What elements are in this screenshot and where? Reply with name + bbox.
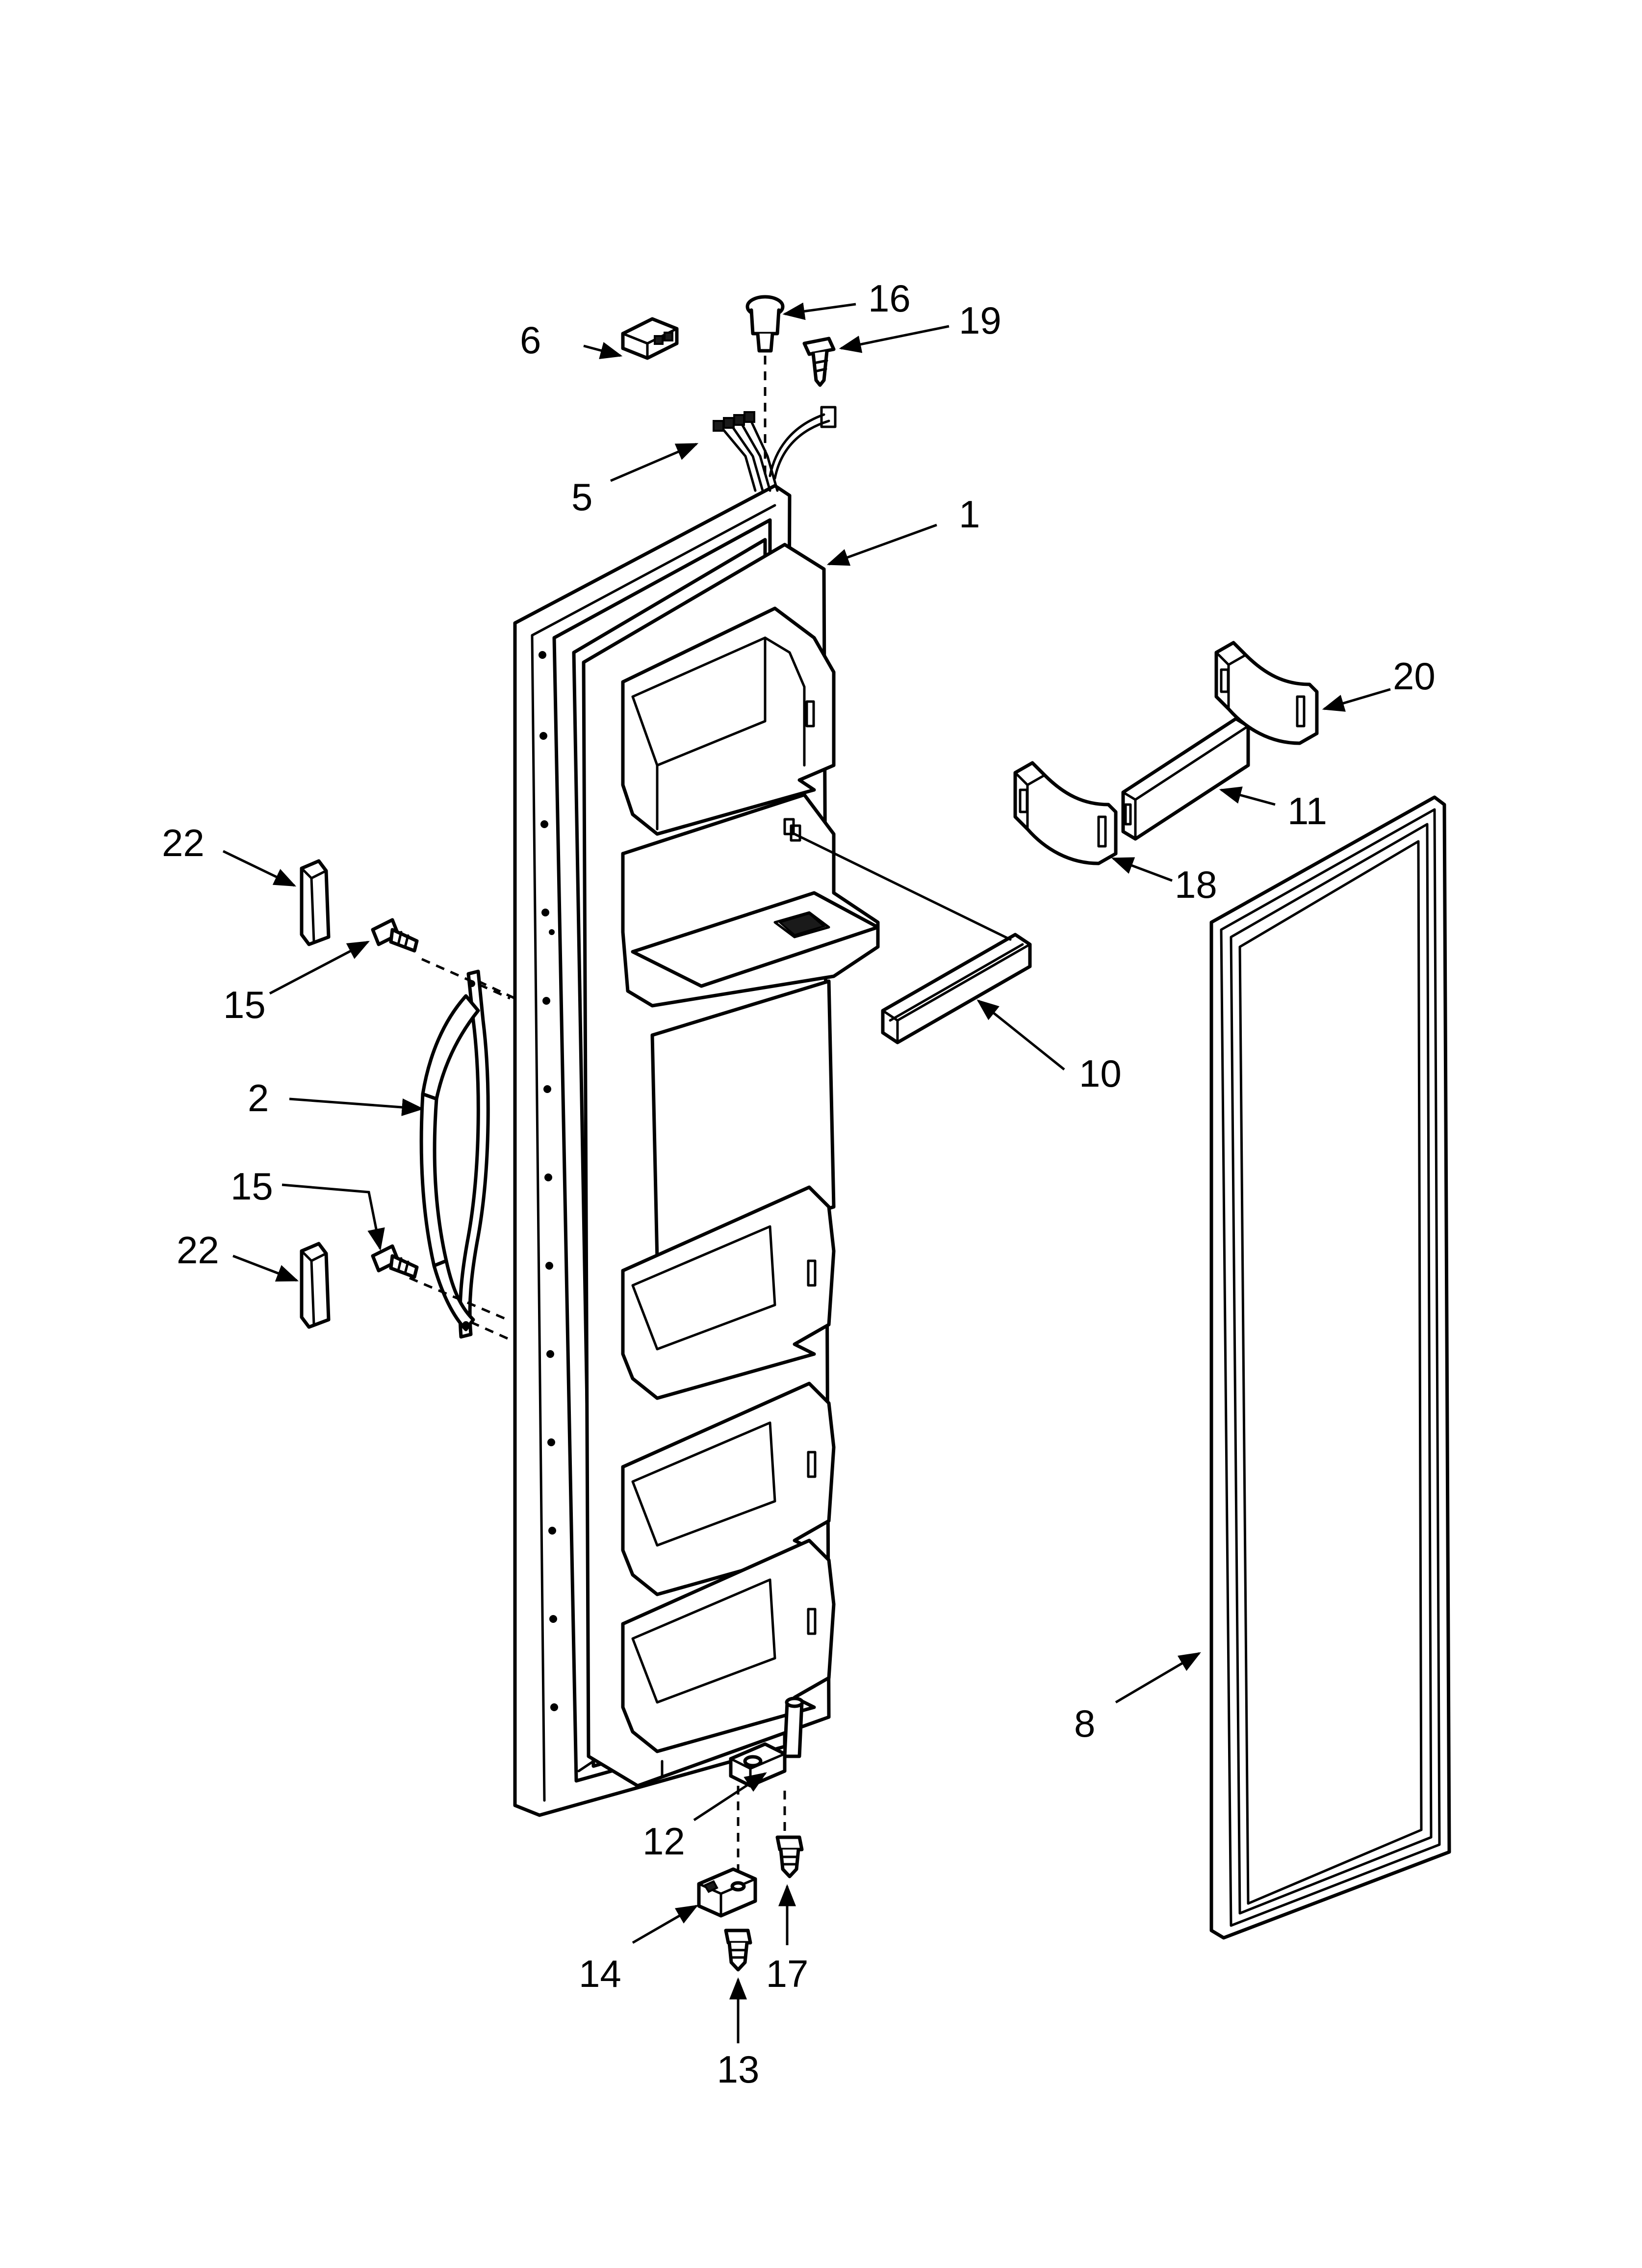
callout-20: 20 [1393, 654, 1436, 698]
callout-15-upper: 15 [223, 983, 266, 1026]
screw-part-15-upper [371, 918, 419, 953]
door-hinge-holes [539, 651, 558, 1711]
connector-part [621, 317, 679, 360]
handle-part [409, 958, 516, 1343]
callout-17: 17 [766, 1952, 809, 1995]
callout-16: 16 [868, 277, 911, 320]
callout-labels: 16 19 6 5 1 20 11 18 22 15 2 15 22 10 8 … [162, 277, 1436, 2091]
light-plug-part [745, 295, 785, 478]
bracket-part-18 [1013, 761, 1118, 865]
wire-harness-part [713, 406, 837, 492]
callout-15-lower: 15 [231, 1165, 273, 1208]
callout-22-upper: 22 [162, 821, 205, 864]
callout-13: 13 [717, 2048, 760, 2091]
callout-14: 14 [579, 1952, 621, 1995]
callout-18: 18 [1175, 863, 1217, 906]
callout-6: 6 [520, 318, 541, 362]
bracket-part-20 [1214, 641, 1319, 745]
screw-part-17 [775, 1835, 804, 1878]
door-assembly-part [513, 484, 880, 1817]
callout-12: 12 [642, 1820, 685, 1863]
callout-5: 5 [571, 475, 592, 519]
end-cap-part-22-upper [300, 859, 331, 946]
end-cap-part-22-lower [300, 1242, 331, 1329]
retainer-part-11 [1121, 717, 1250, 841]
callout-1: 1 [959, 493, 980, 536]
callout-19: 19 [959, 299, 1001, 342]
callout-8: 8 [1074, 1702, 1095, 1745]
shelf-rail-part [793, 833, 1032, 1044]
screw-part-15-lower [371, 1244, 419, 1279]
callout-10: 10 [1079, 1052, 1122, 1095]
callout-22-lower: 22 [177, 1228, 219, 1272]
screw-part-19 [802, 337, 836, 387]
door-gasket-part [1209, 795, 1451, 1940]
screw-part-13 [724, 1929, 752, 1972]
leader-lines [222, 302, 1391, 2043]
callout-11: 11 [1287, 789, 1327, 833]
callout-2: 2 [248, 1076, 269, 1120]
hinge-block-part [697, 1867, 757, 1918]
